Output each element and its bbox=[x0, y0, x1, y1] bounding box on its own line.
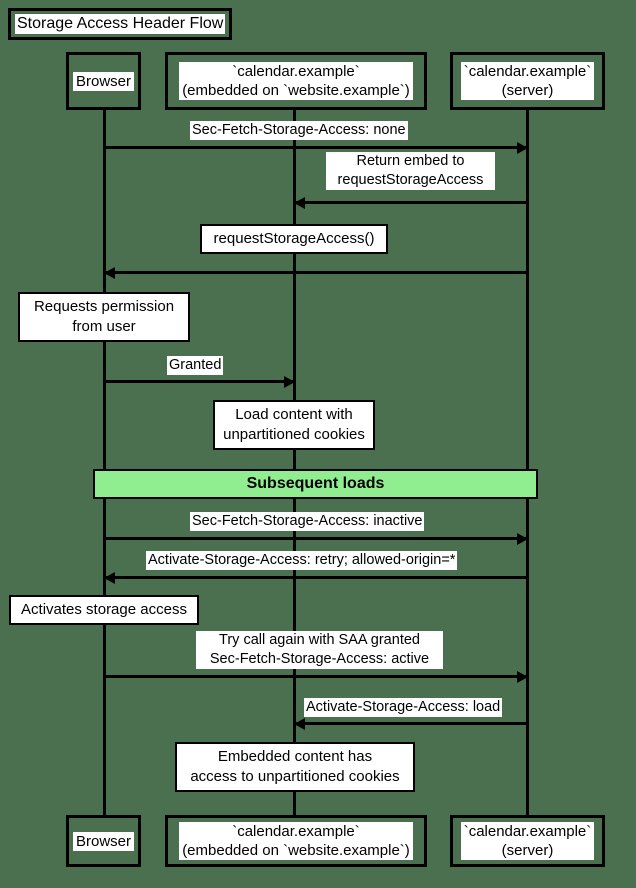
participant-browser-bottom-label: Browser bbox=[72, 831, 134, 851]
message-7-label: Try call again with SAA granted Sec-Fetc… bbox=[196, 631, 443, 669]
participant-server-top-label: `calendar.example` (server) bbox=[460, 62, 595, 100]
note-request-storage-access: requestStorageAccess() bbox=[200, 224, 388, 254]
participant-server-top[interactable]: `calendar.example` (server) bbox=[450, 52, 605, 110]
message-4-label: Granted bbox=[167, 356, 224, 375]
message-7-line bbox=[104, 675, 527, 678]
lifeline-embed bbox=[293, 110, 296, 816]
message-5-line bbox=[104, 537, 527, 540]
diagram-title-text: Storage Access Header Flow bbox=[15, 14, 226, 34]
message-3-arrowhead bbox=[104, 266, 115, 279]
diagram-title: Storage Access Header Flow bbox=[8, 8, 233, 40]
message-3-line bbox=[104, 271, 527, 274]
message-6-line bbox=[104, 576, 527, 579]
message-1-arrowhead bbox=[517, 141, 528, 154]
participant-embed-bottom[interactable]: `calendar.example` (embedded on `website… bbox=[165, 815, 427, 867]
participant-browser-bottom[interactable]: Browser bbox=[66, 815, 141, 867]
note-load-content: Load content with unpartitioned cookies bbox=[213, 400, 375, 450]
message-2-line bbox=[294, 201, 527, 204]
participant-embed-bottom-label: `calendar.example` (embedded on `website… bbox=[179, 822, 413, 860]
message-2-label: Return embed to requestStorageAccess bbox=[326, 152, 495, 190]
participant-embed-top-label: `calendar.example` (embedded on `website… bbox=[179, 62, 413, 100]
message-4-arrowhead bbox=[284, 375, 295, 388]
lifeline-browser bbox=[103, 110, 106, 816]
message-4-line bbox=[104, 380, 294, 383]
participant-browser-top-label: Browser bbox=[72, 71, 134, 91]
message-7-arrowhead bbox=[517, 670, 528, 683]
message-8-line bbox=[294, 722, 527, 725]
section-subsequent-loads: Subsequent loads bbox=[93, 469, 538, 499]
note-activates-storage-access: Activates storage access bbox=[9, 595, 199, 625]
participant-browser-top[interactable]: Browser bbox=[66, 52, 141, 110]
participant-embed-top[interactable]: `calendar.example` (embedded on `website… bbox=[165, 52, 427, 110]
message-1-line bbox=[104, 146, 527, 149]
message-5-label: Sec-Fetch-Storage-Access: inactive bbox=[190, 512, 425, 531]
message-6-arrowhead bbox=[104, 571, 115, 584]
participant-server-bottom-label: `calendar.example` (server) bbox=[460, 822, 595, 860]
message-8-label: Activate-Storage-Access: load bbox=[304, 698, 503, 717]
message-8-arrowhead bbox=[294, 717, 305, 730]
lifeline-server bbox=[526, 110, 529, 816]
participant-server-bottom[interactable]: `calendar.example` (server) bbox=[450, 815, 605, 867]
message-1-label: Sec-Fetch-Storage-Access: none bbox=[190, 121, 408, 140]
message-2-arrowhead bbox=[294, 196, 305, 209]
note-embedded-content-access: Embedded content has access to unpartiti… bbox=[175, 742, 415, 792]
message-5-arrowhead bbox=[517, 532, 528, 545]
message-6-label: Activate-Storage-Access: retry; allowed-… bbox=[146, 551, 458, 570]
note-requests-permission: Requests permission from user bbox=[18, 292, 190, 342]
